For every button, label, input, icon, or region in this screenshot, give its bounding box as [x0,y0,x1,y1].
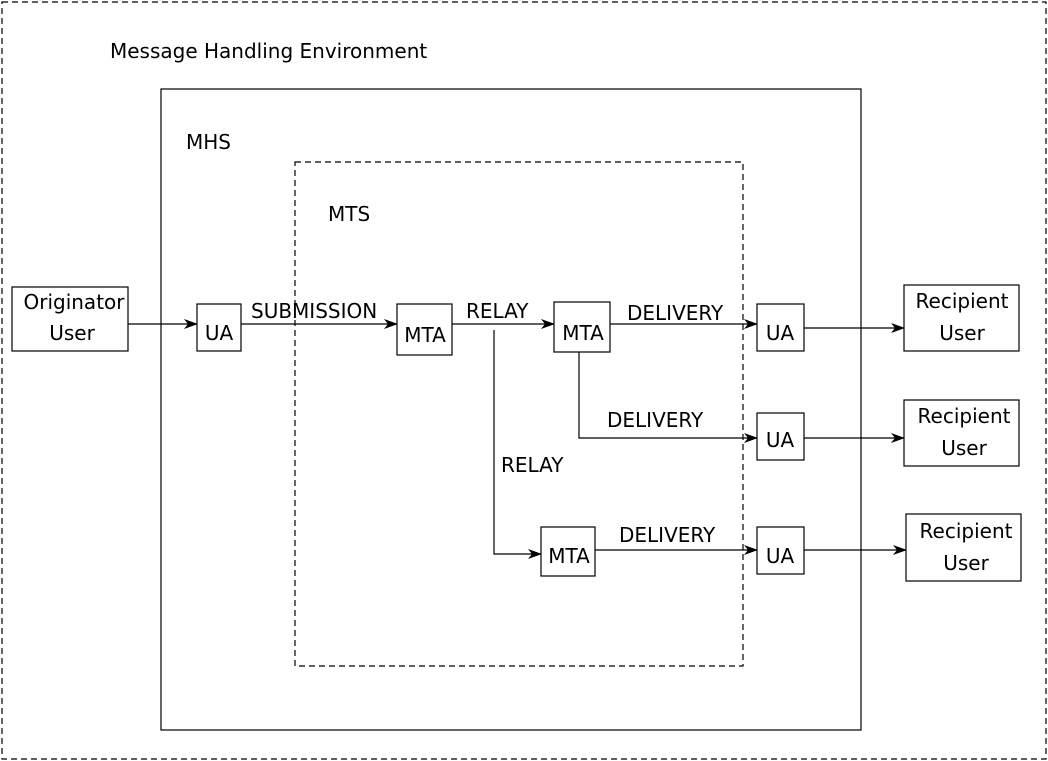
recipient-user-1-box: Recipient User [903,284,1020,352]
ua-recipient-2-label: UA [766,428,795,452]
recipient-3-line2: User [943,551,989,575]
delivery-1-label: DELIVERY [627,301,724,325]
mts-label: MTS [328,202,370,226]
ua-recipient-1-box: UA [756,303,805,352]
mta-2-box: MTA [553,301,611,353]
mta-2-label: MTA [562,321,604,345]
submission-label: SUBMISSION [251,299,377,323]
ua-originator-label: UA [205,321,234,345]
originator-line1: Originator [23,290,125,314]
recipient-user-2-box: Recipient User [903,399,1020,467]
relay-top-label: RELAY [466,299,529,323]
relay-down-arrow [493,330,542,559]
originator-line2: User [49,321,95,345]
ua-recipient-3-box: UA [756,526,805,575]
recipient-2-line2: User [941,436,987,460]
recipient-1-line1: Recipient [916,289,1009,313]
mta-3-label: MTA [548,544,590,568]
connectors [128,319,907,559]
delivery-2-arrow [578,352,758,443]
recipient-user-3-box: Recipient User [905,513,1022,582]
mta-1-label: MTA [404,323,446,347]
recipient-2-line1: Recipient [918,404,1011,428]
environment-label: Message Handling Environment [110,39,427,63]
mhs-label: MHS [186,130,231,154]
ua-recipient-2-box: UA [756,412,805,461]
recipient-1-line2: User [939,321,985,345]
ua-recipient-3-label: UA [766,544,795,568]
mhs-boundary [160,88,862,731]
delivery-2-label: DELIVERY [607,408,704,432]
mts-boundary [294,161,744,667]
delivery-3-label: DELIVERY [619,523,716,547]
mta-3-box: MTA [540,526,596,577]
originator-user-box: Originator User [11,286,129,352]
ua-recipient-1-label: UA [766,321,795,345]
relay-down-label: RELAY [501,453,564,477]
ua-originator-box: UA [196,303,242,352]
mta-1-box: MTA [396,303,453,356]
recipient-3-line1: Recipient [920,519,1013,543]
